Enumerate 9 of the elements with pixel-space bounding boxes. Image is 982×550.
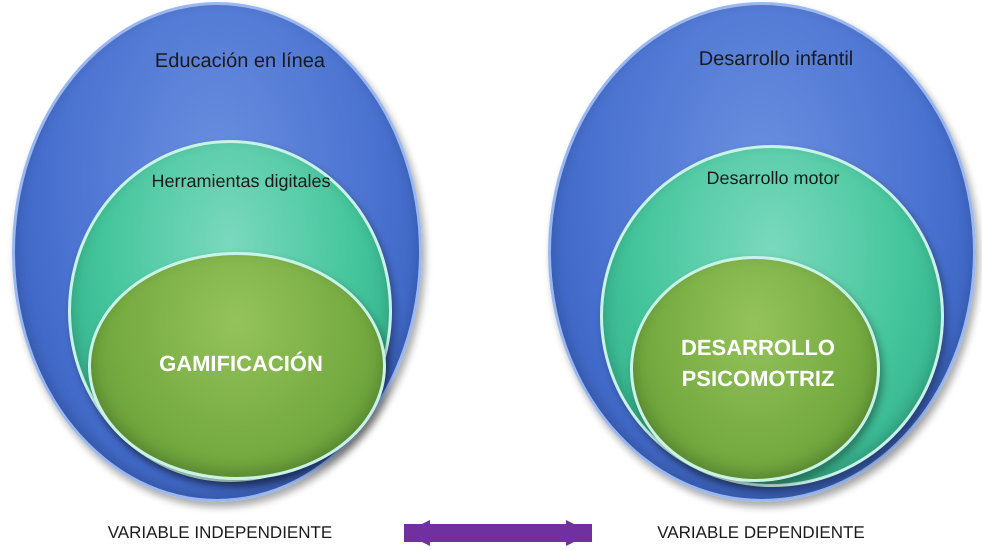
ellipse-label: Desarrollo motor (705, 167, 841, 190)
variable-label: VARIABLE DEPENDIENTE (657, 523, 865, 543)
ellipse-label: DESARROLLO PSICOMOTRIZ (680, 334, 836, 393)
ellipse-label: GAMIFICACIÓN (158, 350, 324, 378)
ellipse-label: Herramientas digitales (151, 170, 331, 193)
double-arrow (404, 520, 592, 546)
variable-label: VARIABLE INDEPENDIENTE (108, 523, 332, 543)
ellipse-label: Desarrollo infantil (698, 47, 854, 72)
ellipse-label: Educación en línea (154, 49, 326, 74)
